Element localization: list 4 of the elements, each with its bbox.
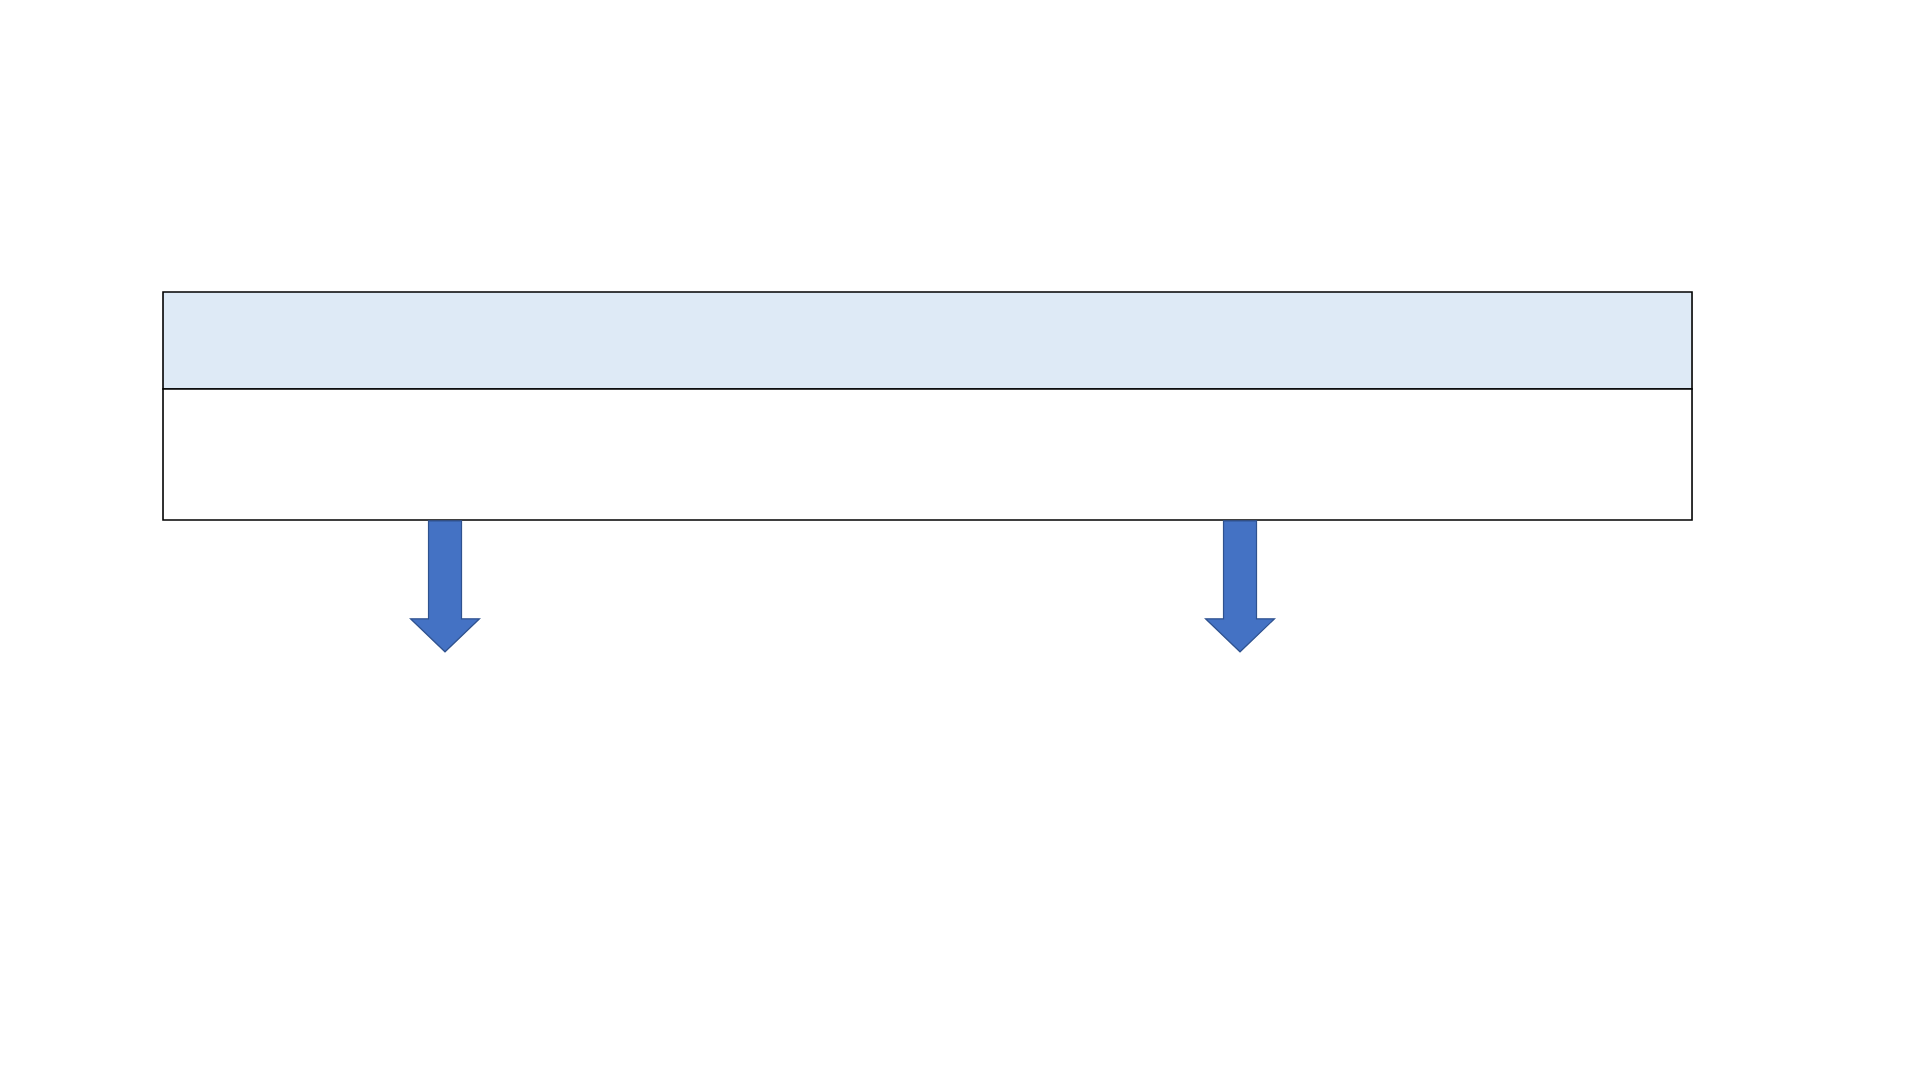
block-arrow	[409, 520, 481, 653]
body-band	[162, 388, 1693, 521]
block-arrow	[1204, 520, 1276, 653]
header-band	[162, 291, 1693, 390]
